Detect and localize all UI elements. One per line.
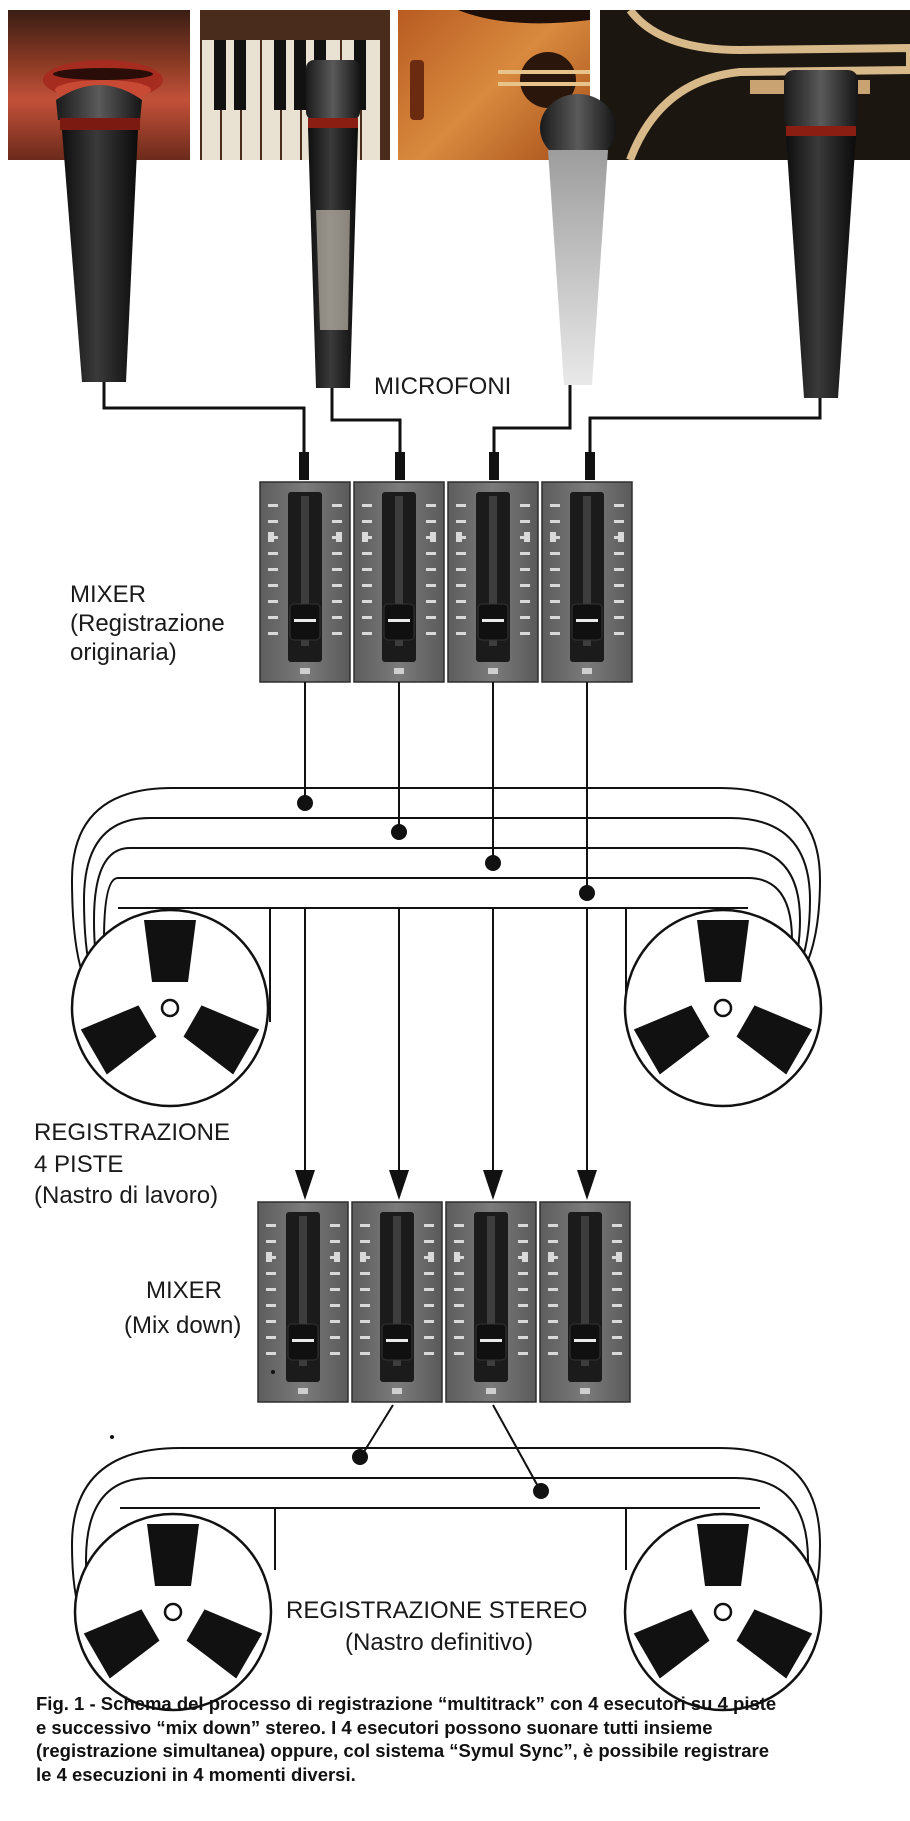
label-mixer2-title: MIXER [146,1276,222,1305]
mixer-mixdown [258,1202,630,1402]
mixer-recording [260,482,632,682]
label-mixer1-line2: (Registrazione [70,609,225,638]
caption-line-3: (registrazione simultanea) oppure, col s… [36,1739,876,1763]
caption-line-2: e successivo “mix down” stereo. I 4 esec… [36,1716,876,1740]
label-tape2-line2: (Nastro definitivo) [345,1628,533,1657]
label-mixer2-line2: (Mix down) [124,1311,241,1340]
figure-caption: Fig. 1 - Schema del processo di registra… [36,1692,876,1786]
microphone-1 [56,85,142,382]
microphone-4 [784,70,858,398]
caption-line-1: Fig. 1 - Schema del processo di registra… [36,1692,876,1716]
tape-to-mixer2 [305,908,587,1190]
microphone-2 [306,60,360,388]
reel-left-4track [72,910,268,1106]
label-tape2-line1: REGISTRAZIONE STEREO [286,1596,587,1625]
label-tape1-line2: 4 PISTE [34,1150,123,1179]
label-tape1-line3: (Nastro di lavoro) [34,1181,218,1210]
caption-line-4: le 4 esecuzioni in 4 momenti diversi. [36,1763,876,1787]
microphone-3 [540,94,616,385]
reel-left-stereo [75,1514,271,1710]
reel-right-4track [625,910,821,1106]
label-microphones: MICROFONI [374,372,511,401]
label-mixer1-line3: originaria) [70,638,177,667]
reel-right-stereo [625,1514,821,1710]
label-tape1-line1: REGISTRAZIONE [34,1118,230,1147]
label-mixer1-title: MIXER [70,580,146,609]
